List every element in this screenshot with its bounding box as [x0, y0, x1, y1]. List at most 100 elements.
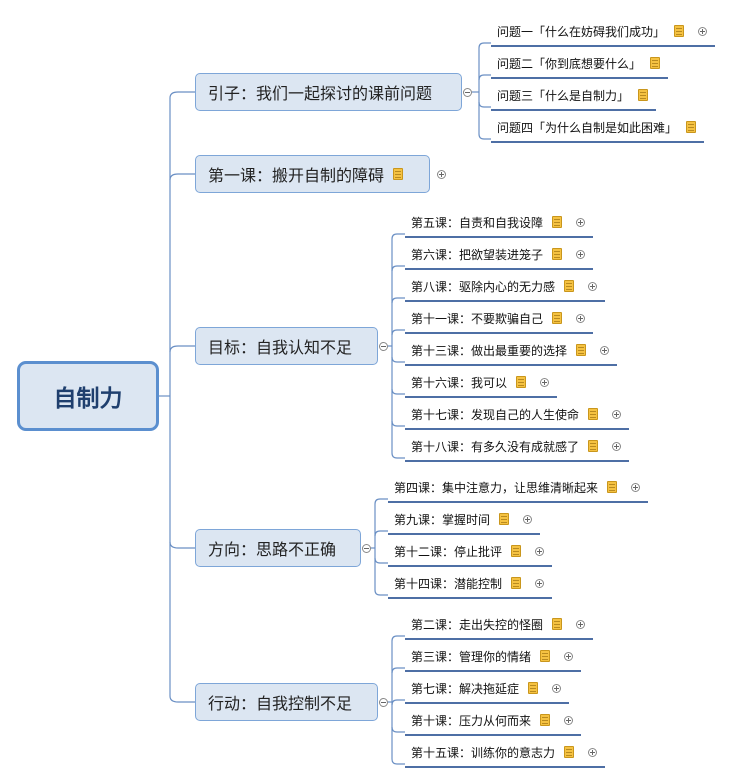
collapse-minus-icon[interactable] — [362, 544, 371, 553]
subtopic-item[interactable]: 问题一「什么在妨碍我们成功」 — [491, 19, 716, 47]
subtopic-item[interactable]: 第十六课：我可以 — [405, 370, 558, 398]
expand-plus-icon[interactable] — [588, 747, 598, 757]
note-icon[interactable] — [499, 513, 510, 525]
subtopic-label: 第三课：管理你的情绪 — [411, 649, 532, 664]
note-icon[interactable] — [638, 89, 649, 101]
branch-topic-label: 方向：思路不正确 — [208, 540, 337, 559]
expand-plus-icon[interactable] — [540, 377, 550, 387]
subtopic-underline — [405, 299, 606, 302]
subtopic-item[interactable]: 第十八课：有多久没有成就感了 — [405, 434, 630, 462]
subtopic-label: 第二课：走出失控的怪圈 — [411, 617, 544, 632]
note-icon[interactable] — [528, 682, 539, 694]
note-icon[interactable] — [393, 168, 404, 180]
expand-plus-icon[interactable] — [564, 651, 574, 661]
subtopic-item[interactable]: 第四课：集中注意力，让思维清晰起来 — [388, 475, 649, 503]
expand-plus-icon[interactable] — [564, 715, 574, 725]
subtopic-label: 第九课：掌握时间 — [394, 512, 491, 527]
subtopic-label: 第十六课：我可以 — [411, 375, 508, 390]
note-icon[interactable] — [650, 57, 661, 69]
subtopic-underline — [405, 331, 594, 334]
subtopic-label: 第十四课：潜能控制 — [394, 576, 503, 591]
subtopic-item[interactable]: 第二课：走出失控的怪圈 — [405, 612, 594, 640]
subtopic-label: 问题一「什么在妨碍我们成功」 — [497, 24, 666, 39]
subtopic-item[interactable]: 第九课：掌握时间 — [388, 507, 541, 535]
subtopic-item[interactable]: 第十七课：发现自己的人生使命 — [405, 402, 630, 430]
expand-plus-icon[interactable] — [576, 249, 586, 259]
expand-plus-icon[interactable] — [535, 578, 545, 588]
subtopic-underline — [491, 108, 657, 111]
subtopic-item[interactable]: 第十四课：潜能控制 — [388, 571, 553, 599]
subtopic-label: 第八课：驱除内心的无力感 — [411, 279, 556, 294]
subtopic-item[interactable]: 第七课：解决拖延症 — [405, 676, 570, 704]
note-icon[interactable] — [564, 746, 575, 758]
expand-plus-icon[interactable] — [600, 345, 610, 355]
expand-plus-icon[interactable] — [612, 409, 622, 419]
subtopic-item[interactable]: 第八课：驱除内心的无力感 — [405, 274, 606, 302]
subtopic-item[interactable]: 第十五课：训练你的意志力 — [405, 740, 606, 768]
branch-topic-label: 引子：我们一起探讨的课前问题 — [208, 84, 433, 103]
subtopic-item[interactable]: 第十二课：停止批评 — [388, 539, 553, 567]
subtopic-item[interactable]: 第五课：自责和自我设障 — [405, 210, 594, 238]
collapse-minus-icon[interactable] — [463, 88, 472, 97]
note-icon[interactable] — [552, 248, 563, 260]
subtopic-item[interactable]: 问题二「你到底想要什么」 — [491, 51, 669, 79]
subtopic-item[interactable]: 问题四「为什么自制是如此困难」 — [491, 115, 705, 143]
root-topic[interactable]: 自制力 — [17, 361, 159, 431]
note-icon[interactable] — [607, 481, 618, 493]
expand-plus-icon[interactable] — [588, 281, 598, 291]
expand-plus-icon[interactable] — [552, 683, 562, 693]
note-icon[interactable] — [516, 376, 527, 388]
subtopic-label: 问题二「你到底想要什么」 — [497, 56, 642, 71]
note-icon[interactable] — [552, 312, 563, 324]
expand-plus-icon[interactable] — [523, 514, 533, 524]
subtopic-label: 第五课：自责和自我设障 — [411, 215, 544, 230]
note-icon[interactable] — [511, 577, 522, 589]
collapse-minus-icon[interactable] — [379, 698, 388, 707]
collapse-minus-icon[interactable] — [379, 342, 388, 351]
subtopic-underline — [405, 637, 594, 640]
subtopic-item[interactable]: 第十一课：不要欺骗自己 — [405, 306, 594, 334]
subtopic-underline — [491, 76, 669, 79]
expand-plus-icon[interactable] — [576, 313, 586, 323]
subtopic-underline — [388, 596, 553, 599]
note-icon[interactable] — [552, 618, 563, 630]
subtopic-label: 第十七课：发现自己的人生使命 — [411, 407, 580, 422]
expand-plus-icon[interactable] — [698, 26, 708, 36]
branch-topic-3[interactable]: 目标：自我认知不足 — [195, 327, 378, 365]
note-icon[interactable] — [540, 714, 551, 726]
expand-plus-icon[interactable] — [576, 619, 586, 629]
subtopic-label: 第十三课：做出最重要的选择 — [411, 343, 568, 358]
note-icon[interactable] — [588, 440, 599, 452]
note-icon[interactable] — [511, 545, 522, 557]
subtopic-label: 第四课：集中注意力，让思维清晰起来 — [394, 480, 599, 495]
expand-plus-icon[interactable] — [535, 546, 545, 556]
branch-topic-2[interactable]: 第一课：搬开自制的障碍 — [195, 155, 430, 193]
branch-topic-label: 第一课：搬开自制的障碍 — [208, 166, 385, 185]
branch-topic-1[interactable]: 引子：我们一起探讨的课前问题 — [195, 73, 462, 111]
note-icon[interactable] — [588, 408, 599, 420]
note-icon[interactable] — [540, 650, 551, 662]
subtopic-underline — [405, 459, 630, 462]
expand-plus-icon[interactable] — [437, 170, 446, 179]
subtopic-underline — [405, 267, 594, 270]
expand-plus-icon[interactable] — [631, 482, 641, 492]
subtopic-item[interactable]: 问题三「什么是自制力」 — [491, 83, 657, 111]
branch-topic-4[interactable]: 方向：思路不正确 — [195, 529, 361, 567]
note-icon[interactable] — [552, 216, 563, 228]
note-icon[interactable] — [686, 121, 697, 133]
branch-topic-5[interactable]: 行动：自我控制不足 — [195, 683, 378, 721]
subtopic-underline — [388, 564, 553, 567]
note-icon[interactable] — [674, 25, 685, 37]
subtopic-item[interactable]: 第三课：管理你的情绪 — [405, 644, 582, 672]
expand-plus-icon[interactable] — [576, 217, 586, 227]
subtopic-underline — [491, 140, 705, 143]
note-icon[interactable] — [576, 344, 587, 356]
expand-plus-icon[interactable] — [612, 441, 622, 451]
subtopic-item[interactable]: 第六课：把欲望装进笼子 — [405, 242, 594, 270]
subtopic-item[interactable]: 第十三课：做出最重要的选择 — [405, 338, 618, 366]
note-icon[interactable] — [564, 280, 575, 292]
subtopic-label: 问题四「为什么自制是如此困难」 — [497, 120, 678, 135]
subtopic-underline — [388, 532, 541, 535]
subtopic-item[interactable]: 第十课：压力从何而来 — [405, 708, 582, 736]
